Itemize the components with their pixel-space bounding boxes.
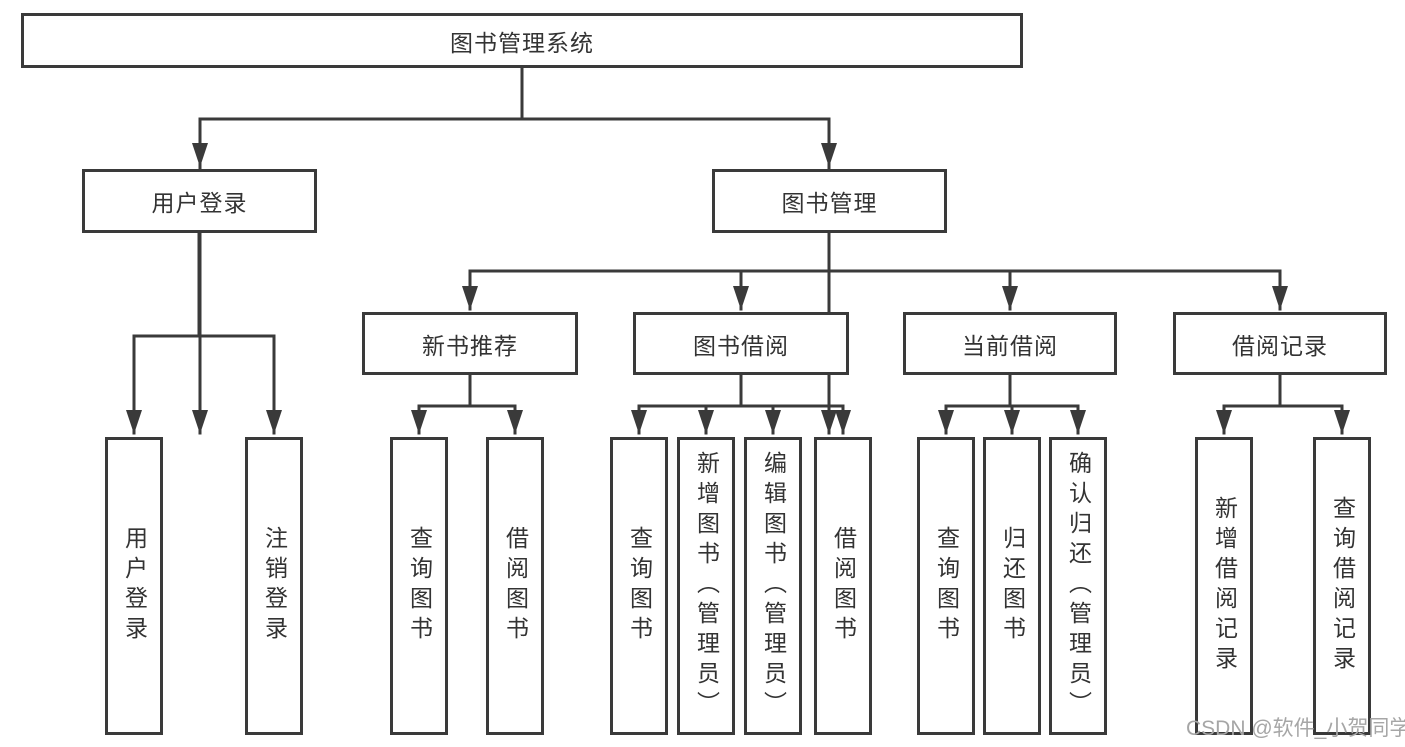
node-label: 当前借阅	[962, 332, 1058, 359]
leaf-query-book-recommend: 查询图书	[390, 437, 448, 735]
node-label: 图书管理	[781, 190, 878, 216]
node-label: 借阅记录	[1232, 332, 1328, 359]
node-label: 新书推荐	[422, 332, 518, 359]
node-book-borrow: 图书借阅	[633, 312, 849, 375]
leaf-label: 查询借阅记录	[1329, 496, 1356, 676]
leaf-label: 编辑图书（管理员）	[760, 451, 787, 721]
leaf-add-borrow-record: 新增借阅记录	[1195, 437, 1253, 735]
leaf-user-login: 用户登录	[105, 437, 163, 735]
leaf-label: 查询图书	[406, 526, 433, 646]
leaf-label: 新增借阅记录	[1211, 496, 1238, 676]
leaf-borrow-book-recommend: 借阅图书	[486, 437, 544, 735]
leaf-label: 新增图书（管理员）	[693, 451, 720, 721]
node-book-management: 图书管理	[712, 169, 947, 233]
leaf-label: 查询图书	[626, 526, 653, 646]
leaf-label: 查询图书	[933, 526, 960, 646]
leaf-label: 确认归还（管理员）	[1065, 451, 1092, 721]
leaf-label: 借阅图书	[502, 526, 529, 646]
leaf-label: 用户登录	[121, 526, 148, 646]
node-user-login: 用户登录	[82, 169, 317, 233]
leaf-borrow-book: 借阅图书	[814, 437, 872, 735]
node-label: 用户登录	[151, 190, 248, 216]
leaf-query-borrow-record: 查询借阅记录	[1313, 437, 1371, 735]
leaf-label: 归还图书	[999, 526, 1026, 646]
node-label: 图书借阅	[693, 332, 789, 359]
node-borrow-records: 借阅记录	[1173, 312, 1387, 375]
leaf-return-book: 归还图书	[983, 437, 1041, 735]
leaf-edit-book-admin: 编辑图书（管理员）	[744, 437, 802, 735]
node-label: 图书管理系统	[450, 29, 594, 56]
leaf-add-book-admin: 新增图书（管理员）	[677, 437, 735, 735]
leaf-label: 注销登录	[261, 526, 288, 646]
leaf-query-book-current: 查询图书	[917, 437, 975, 735]
leaf-logout-login: 注销登录	[245, 437, 303, 735]
leaf-label: 借阅图书	[830, 526, 857, 646]
csdn-watermark: CSDN @软件_小贺同学	[1186, 717, 1405, 740]
node-current-borrow: 当前借阅	[903, 312, 1117, 375]
node-new-book-recommend: 新书推荐	[362, 312, 578, 375]
leaf-query-book-borrow: 查询图书	[610, 437, 668, 735]
node-library-management-system: 图书管理系统	[21, 13, 1023, 68]
leaf-confirm-return-admin: 确认归还（管理员）	[1049, 437, 1107, 735]
